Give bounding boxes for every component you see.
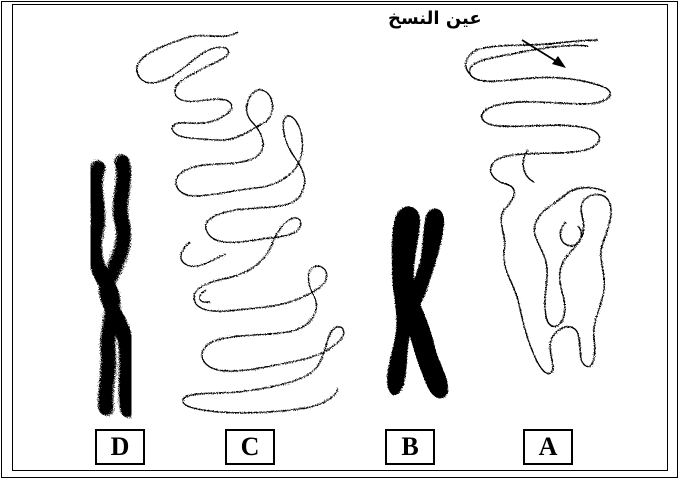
label-c: C: [225, 429, 275, 465]
annotation-label: عين النسخ: [388, 8, 482, 29]
chromosome-d-drawing: [94, 162, 128, 410]
chromosome-c-drawing: [137, 32, 344, 413]
label-a: A: [523, 429, 573, 465]
label-b: B: [385, 429, 435, 465]
chromosome-a-drawing: [466, 40, 611, 374]
chromosome-b-drawing: [387, 206, 448, 398]
label-d: D: [95, 429, 145, 465]
